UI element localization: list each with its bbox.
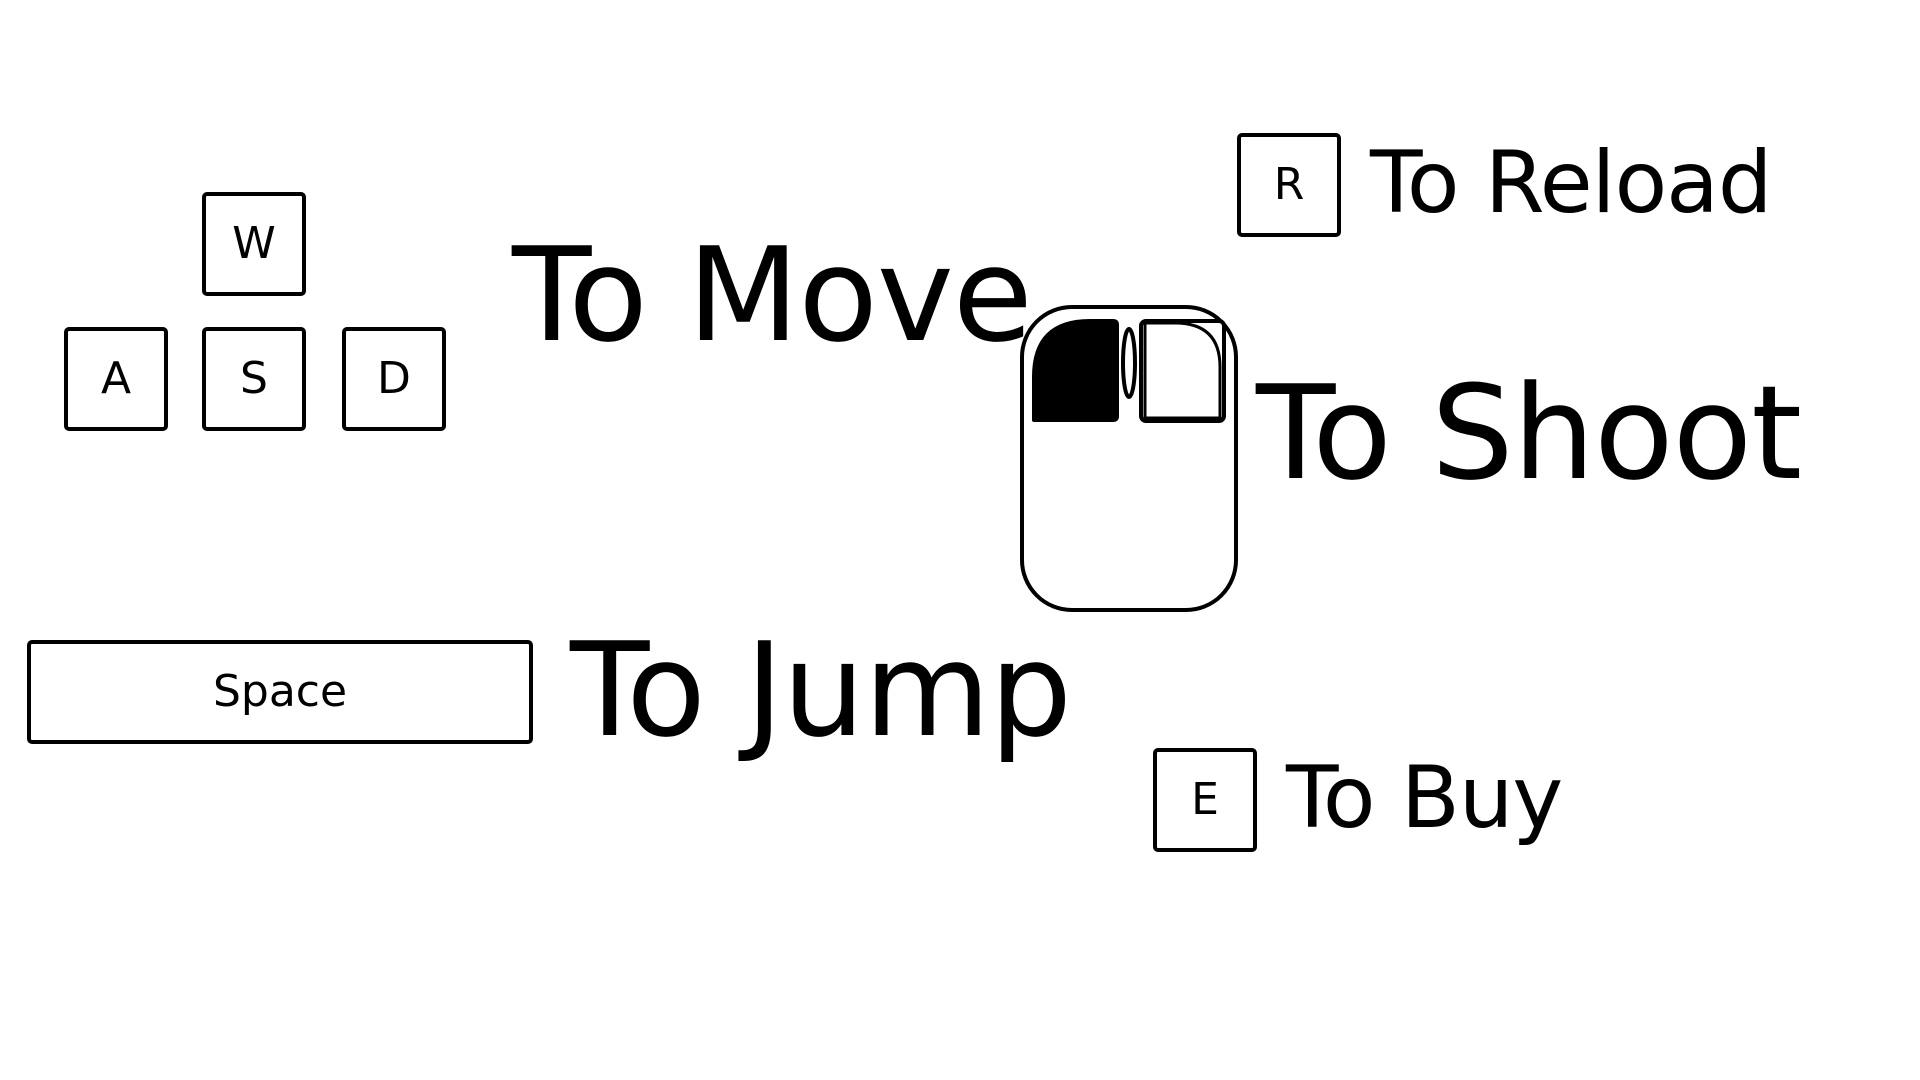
key-r: R bbox=[1237, 133, 1341, 237]
key-d: D bbox=[342, 327, 446, 431]
mouse-scroll-wheel bbox=[1121, 327, 1137, 399]
shoot-label: To Shoot bbox=[1256, 357, 1802, 509]
jump-label: To Jump bbox=[570, 614, 1072, 766]
move-label: To Move bbox=[512, 219, 1033, 371]
key-s: S bbox=[202, 327, 306, 431]
mouse-right-button bbox=[1143, 321, 1222, 420]
key-w: W bbox=[202, 192, 306, 296]
key-e: E bbox=[1153, 748, 1257, 852]
buy-label: To Buy bbox=[1286, 748, 1563, 848]
mouse-left-button bbox=[1032, 319, 1119, 422]
mouse-left-button-icon bbox=[1020, 305, 1238, 612]
reload-label: To Reload bbox=[1370, 133, 1772, 233]
key-space: Space bbox=[27, 640, 533, 744]
key-a: A bbox=[64, 327, 168, 431]
